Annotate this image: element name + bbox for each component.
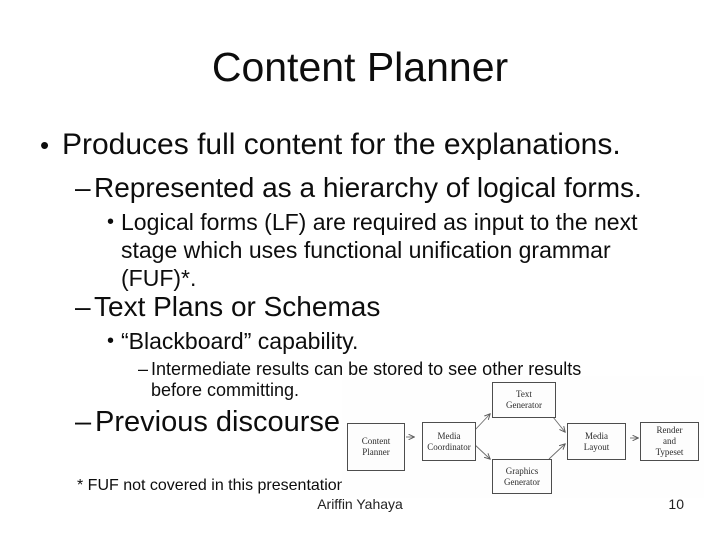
bullet-dash-marker: – [75,406,92,438]
bullet-text: Represented as a hierarchy of logical fo… [94,172,642,203]
bullet-dot-marker: • [40,130,50,160]
footnote-fuf: * FUF not covered in this presentation [77,477,346,494]
bullet-level1-produces: • Produces full content for the explanat… [40,128,621,162]
diagram-node-text-generator: Text Generator [492,382,556,418]
bullet-text: Text Plans or Schemas [94,291,381,322]
node-label: Content Planner [361,436,391,457]
bullet-text: Produces full content for the explanatio… [62,128,621,161]
bullet-dash-marker: – [75,172,91,203]
diagram-node-media-layout: Media Layout [567,423,626,460]
diagram-arrows [406,376,704,498]
arrow-gg-to-ml [548,444,565,460]
arrow-mc-to-tg [473,414,490,432]
bullet-dot-marker: • [107,330,115,352]
node-label: Render and Typeset [655,425,684,457]
diagram-node-content-planner: Content Planner [347,423,405,471]
bullet-dash-marker: – [75,291,91,322]
footer-author: Ariffin Yahaya [317,496,403,512]
bullet-text: Intermediate results can be stored to se… [151,359,582,400]
diagram-node-graphics-generator: Graphics Generator [492,459,552,494]
pipeline-diagram: Content Planner Media Coordinator Text G… [342,376,704,498]
slide-page-number: 10 [668,496,684,512]
bullet-level3-blackboard: • “Blackboard” capability. [107,327,358,355]
diagram-node-media-coordinator: Media Coordinator [422,422,476,461]
node-label: Graphics Generator [504,465,540,487]
slide-title: Content Planner [211,44,509,90]
bullet-text: Previous discourse [95,406,340,438]
bullet-text: “Blackboard” capability. [121,328,359,354]
bullet-level2-previous-discourse: – Previous discourse [75,406,340,439]
diagram-node-render-typeset: Render and Typeset [640,422,699,461]
node-label: Media Layout [583,430,610,452]
bullet-level3-logical-forms: • Logical forms (LF) are required as inp… [107,208,637,292]
bullet-dot-marker: • [107,211,115,233]
bullet-level4-intermediate: – Intermediate results can be stored to … [138,359,581,401]
node-label: Text Generator [506,389,542,410]
bullet-level2-represented: – Represented as a hierarchy of logical … [75,172,642,204]
bullet-level2-text-plans: – Text Plans or Schemas [75,291,380,323]
bullet-text: Logical forms (LF) are required as input… [121,209,638,291]
node-label: Media Coordinator [427,430,471,452]
bullet-dash-marker: – [138,359,149,379]
arrow-mc-to-gg [473,443,490,459]
arrow-tg-to-ml [552,416,565,432]
